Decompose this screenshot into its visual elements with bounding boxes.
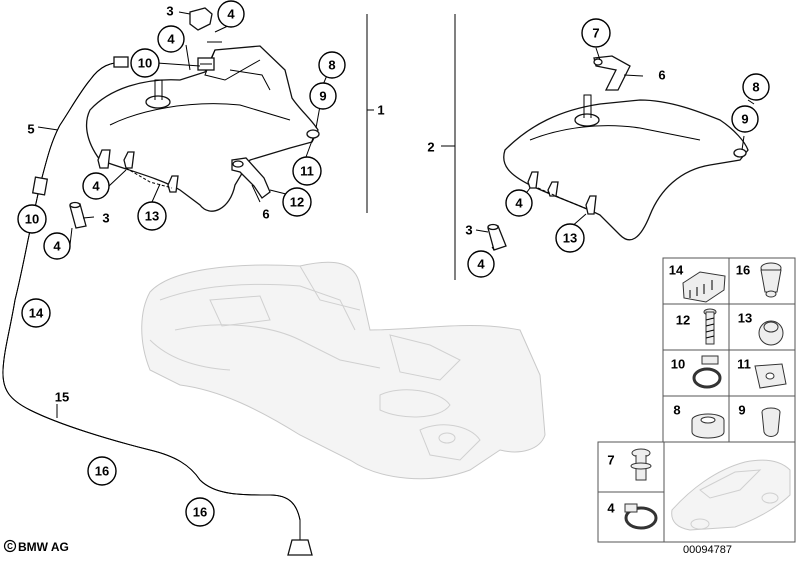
svg-text:13: 13 xyxy=(145,209,159,224)
callout-13: 13 xyxy=(137,201,167,231)
grommet-13-icon xyxy=(758,320,784,346)
svg-text:8: 8 xyxy=(328,58,335,73)
callout-14: 14 xyxy=(21,298,51,328)
label-3: 3 xyxy=(465,223,472,238)
car-silhouette-icon xyxy=(671,459,791,531)
clip-14-icon xyxy=(682,271,726,303)
svg-text:13: 13 xyxy=(563,231,577,246)
label-6: 6 xyxy=(658,68,665,83)
copyright-icon: C xyxy=(3,539,17,553)
bolt-12-icon xyxy=(703,308,717,345)
bush-9-icon xyxy=(761,407,781,437)
grid-label-16: 16 xyxy=(736,263,750,278)
fuel-tank-ghost xyxy=(141,261,546,480)
ring-8-icon xyxy=(691,413,725,439)
left-tank-half xyxy=(85,45,320,212)
grid-label-9: 9 xyxy=(738,403,745,418)
right-elbow-part xyxy=(593,55,631,91)
footer: C BMW AG 00094787 xyxy=(3,539,732,556)
callout-16: 16 xyxy=(185,497,215,527)
label-5: 5 xyxy=(27,122,34,137)
right-tank-half xyxy=(503,94,749,241)
clamp-4-icon xyxy=(624,503,658,530)
group-label-1: 1 xyxy=(377,103,384,118)
plain-labels: 3 5 3 6 15 6 3 1 2 xyxy=(27,4,665,405)
clamp-10-icon xyxy=(692,355,722,389)
clip-nut-11-icon xyxy=(754,363,787,389)
callout-4: 4 xyxy=(82,172,110,200)
rivet-16-icon xyxy=(760,262,782,298)
svg-text:4: 4 xyxy=(92,179,100,194)
callout-8: 8 xyxy=(742,73,770,101)
callout-10: 10 xyxy=(17,204,47,234)
grid-label-14: 14 xyxy=(669,263,684,278)
grid-label-12: 12 xyxy=(676,313,690,328)
label-3: 3 xyxy=(166,4,173,19)
svg-text:4: 4 xyxy=(167,32,175,47)
callout-16: 16 xyxy=(87,456,117,486)
svg-text:12: 12 xyxy=(290,195,304,210)
label-6: 6 xyxy=(262,207,269,222)
callout-8: 8 xyxy=(318,51,346,79)
svg-text:4: 4 xyxy=(477,257,485,272)
grid-label-7: 7 xyxy=(607,453,614,468)
grid-label-4: 4 xyxy=(607,501,615,516)
group-label-2: 2 xyxy=(427,140,434,155)
callout-4: 4 xyxy=(217,0,245,28)
stud-7-icon xyxy=(630,448,652,481)
grid-label-13: 13 xyxy=(738,311,752,326)
svg-text:4: 4 xyxy=(515,196,523,211)
callout-4: 4 xyxy=(467,250,495,278)
parts-grid: 14 16 12 13 10 11 8 9 7 4 xyxy=(597,257,796,543)
label-15: 15 xyxy=(55,390,69,405)
top-hose xyxy=(189,7,213,31)
group-brackets xyxy=(366,14,456,280)
callout-9: 9 xyxy=(309,82,337,110)
svg-text:10: 10 xyxy=(25,212,39,227)
svg-text:14: 14 xyxy=(29,306,44,321)
left-bracket-part xyxy=(231,157,271,199)
hose-piece-left xyxy=(69,201,87,229)
callout-11: 11 xyxy=(292,156,322,186)
grid-label-8: 8 xyxy=(673,403,680,418)
svg-text:7: 7 xyxy=(592,26,599,41)
svg-text:9: 9 xyxy=(319,89,326,104)
callout-4: 4 xyxy=(157,25,185,53)
svg-text:8: 8 xyxy=(752,80,759,95)
callouts: 4 4 10 8 9 11 12 4 13 10 4 14 16 16 7 8 … xyxy=(17,0,770,527)
svg-text:4: 4 xyxy=(227,7,235,22)
vent-line-left xyxy=(2,56,313,556)
label-3: 3 xyxy=(102,211,109,226)
callout-7: 7 xyxy=(581,18,611,48)
callout-13: 13 xyxy=(555,223,585,253)
callout-4: 4 xyxy=(505,189,533,217)
callout-9: 9 xyxy=(731,105,759,133)
grid-label-10: 10 xyxy=(671,357,685,372)
callout-4: 4 xyxy=(43,232,71,260)
hose-piece-right xyxy=(487,223,507,251)
svg-text:4: 4 xyxy=(53,239,61,254)
grid-label-11: 11 xyxy=(737,357,751,372)
svg-text:11: 11 xyxy=(300,164,314,179)
svg-text:16: 16 xyxy=(95,464,109,479)
diagram-number: 00094787 xyxy=(683,544,732,556)
svg-text:16: 16 xyxy=(193,505,207,520)
svg-text:10: 10 xyxy=(138,56,152,71)
svg-text:9: 9 xyxy=(741,112,748,127)
svg-text:C: C xyxy=(7,542,13,551)
brand-label: BMW AG xyxy=(18,540,69,554)
callout-12: 12 xyxy=(282,187,312,217)
callout-10: 10 xyxy=(130,48,160,78)
